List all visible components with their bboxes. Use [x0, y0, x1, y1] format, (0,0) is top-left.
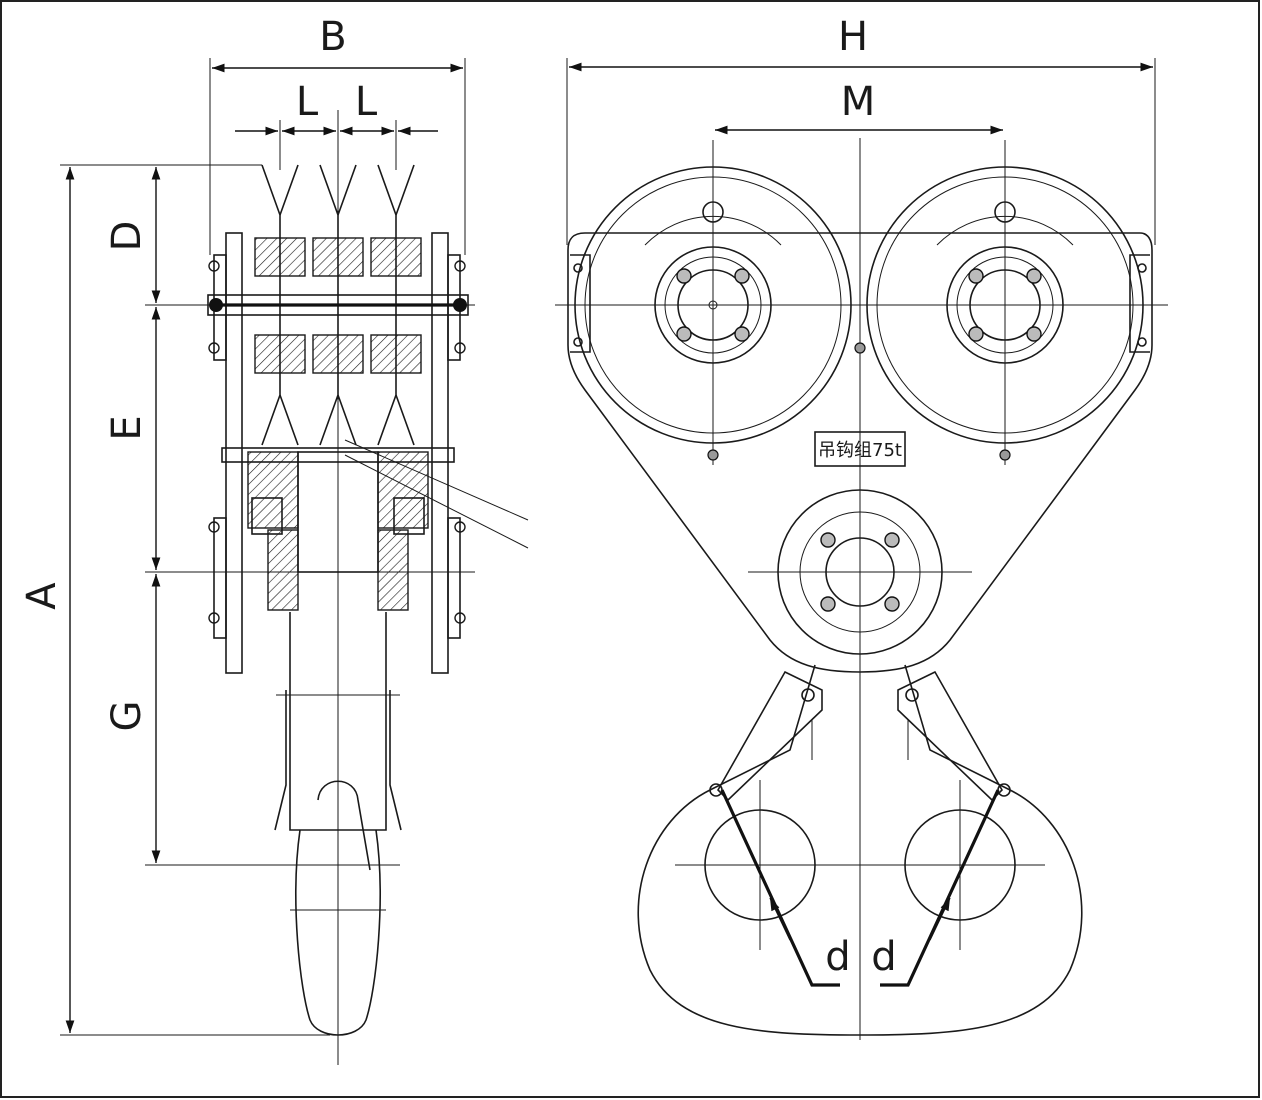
label-M: M — [841, 79, 876, 125]
nameplate — [814, 431, 906, 467]
dimension-labels: B L L H M A D E G d d — [19, 14, 897, 980]
spring-left — [720, 789, 840, 987]
left-side-plate — [225, 232, 243, 674]
label-d-right: d — [871, 934, 896, 980]
side-view — [200, 110, 529, 1065]
label-D: D — [104, 221, 150, 252]
label-E: E — [104, 415, 150, 440]
spring-right — [880, 789, 1000, 987]
label-A: A — [19, 582, 65, 610]
crossbeam — [221, 447, 455, 463]
upper-axle — [207, 294, 469, 316]
hook-shank — [289, 612, 387, 831]
front-sheave-left — [574, 166, 852, 444]
sheave-1 — [254, 164, 306, 446]
right-side-plate — [431, 232, 449, 674]
crossbeam-hatch-right — [377, 451, 429, 529]
hook-body-side — [295, 829, 381, 1036]
dimension-lines-front — [566, 58, 1156, 245]
sheave-3 — [370, 164, 422, 446]
hook-body-front — [637, 664, 1083, 1036]
label-d-left: d — [825, 934, 850, 980]
left-lower-flange — [213, 517, 227, 639]
side-plate-outline — [567, 232, 1153, 673]
axle-end-right — [453, 298, 467, 312]
nameplate-text: 吊钩组75t — [818, 440, 902, 461]
latch-left — [717, 670, 823, 802]
front-view: 吊钩组75t — [555, 138, 1168, 1040]
label-B: B — [319, 14, 346, 60]
front-sheave-right — [866, 166, 1144, 444]
thrust-bearing-left — [251, 497, 283, 535]
thrust-bearing-right — [393, 497, 425, 535]
sheave-2 — [312, 164, 364, 446]
label-G: G — [104, 701, 150, 732]
hook-nut — [297, 451, 379, 573]
crossbeam-hatch-left — [247, 451, 299, 529]
label-L-left: L — [296, 79, 319, 125]
label-H: H — [838, 14, 868, 60]
label-L-right: L — [355, 79, 378, 125]
dimension-lines-side — [60, 58, 466, 1036]
front-lower-hub — [777, 489, 943, 655]
axle-end-left — [209, 298, 223, 312]
latch-right — [897, 670, 1003, 802]
right-lower-flange — [447, 517, 461, 639]
